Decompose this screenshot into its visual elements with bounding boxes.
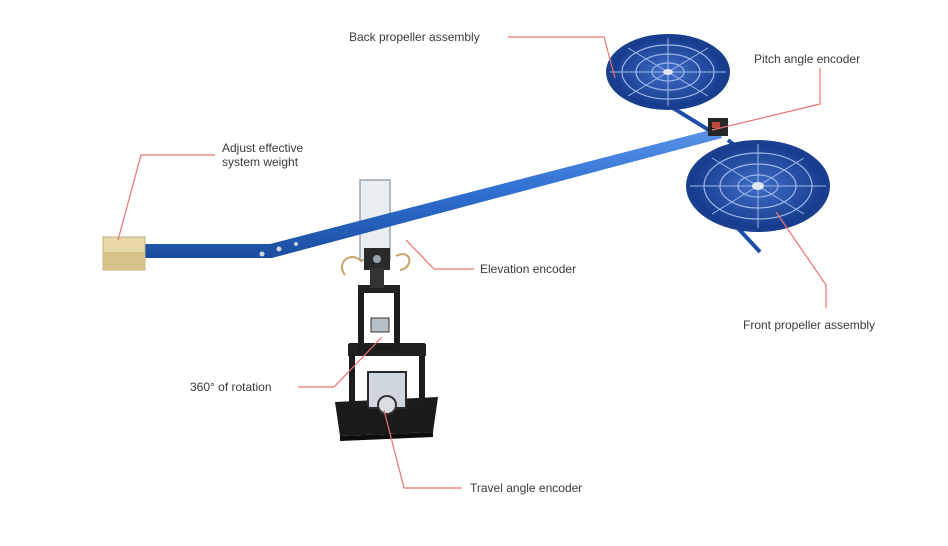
label-adjust-weight-line2: system weight: [222, 155, 299, 169]
arm-hole-1: [259, 251, 265, 257]
pivot-shaft: [370, 268, 384, 288]
counterweight-face: [103, 252, 145, 270]
label-adjust-weight: Adjust effective system weight: [222, 141, 303, 169]
label-travel-encoder: Travel angle encoder: [470, 481, 583, 495]
leader-lines: [117, 36, 827, 489]
back-prop-hub: [663, 69, 673, 75]
cables: [341, 253, 411, 276]
arm-hole-2: [276, 246, 282, 252]
leader-pitch-encoder: [711, 68, 821, 131]
label-rotation: 360° of rotation: [190, 380, 272, 394]
leader-elevation: [405, 239, 474, 270]
front-prop-hub: [752, 182, 764, 190]
label-elevation-encoder: Elevation encoder: [480, 262, 577, 276]
arm-beam: [105, 128, 722, 258]
rotation-motor: [370, 317, 390, 333]
pitch-encoder-accent: [712, 122, 720, 128]
leader-rotation: [298, 336, 383, 388]
elevation-encoder-hub: [373, 255, 381, 263]
label-adjust-weight-line1: Adjust effective: [222, 141, 304, 155]
leader-back-propeller: [508, 36, 616, 79]
main-arm: [102, 128, 722, 271]
leader-travel: [383, 409, 462, 489]
label-front-propeller: Front propeller assembly: [743, 318, 876, 332]
label-pitch-encoder: Pitch angle encoder: [754, 52, 861, 66]
label-back-propeller: Back propeller assembly: [349, 30, 480, 44]
base-stand: [335, 285, 438, 441]
leader-front-propeller: [775, 211, 827, 308]
travel-encoder-part: [377, 395, 397, 415]
base-plate-edge: [340, 432, 433, 441]
front-propeller-assembly: [686, 138, 830, 254]
arm-hole-3: [294, 242, 298, 246]
back-propeller-assembly: [606, 34, 730, 134]
leader-adjust-weight: [117, 154, 215, 241]
upper-column-cap: [358, 285, 400, 293]
